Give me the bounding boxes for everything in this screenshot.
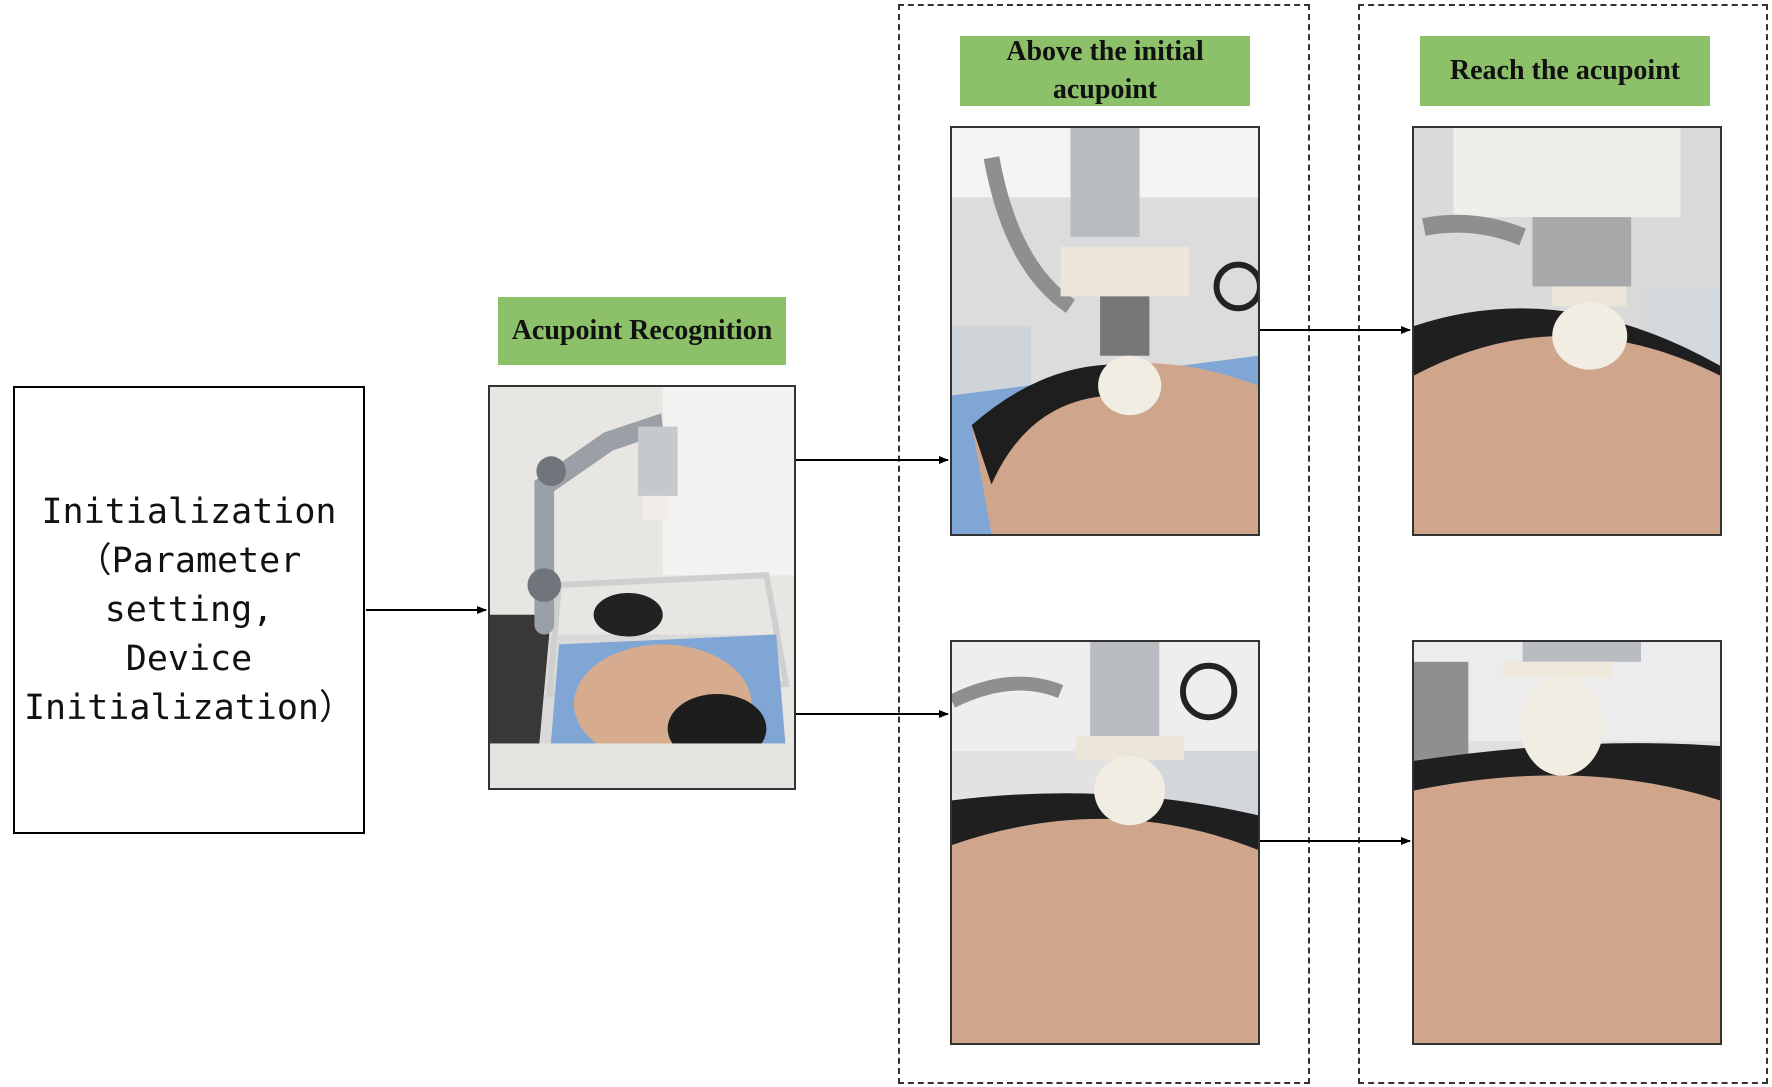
above-initial-photo-top [950,126,1260,536]
reach-the-acupoint-label: Reach the acupoint [1420,36,1710,106]
above-initial-acupoint-label: Above the initial acupoint [960,36,1250,106]
initialization-text: Initialization （Parameter setting, Devic… [23,491,354,728]
acupoint-recognition-photo [488,385,796,790]
reach-acupoint-photo-bottom [1412,640,1722,1045]
above-initial-photo-bottom [950,640,1260,1045]
initialization-box: Initialization （Parameter setting, Devic… [13,386,365,834]
above-initial-group [898,4,1310,1084]
acupoint-recognition-label: Acupoint Recognition [498,297,786,365]
reach-acupoint-group [1358,4,1768,1084]
reach-acupoint-photo-top [1412,126,1722,536]
